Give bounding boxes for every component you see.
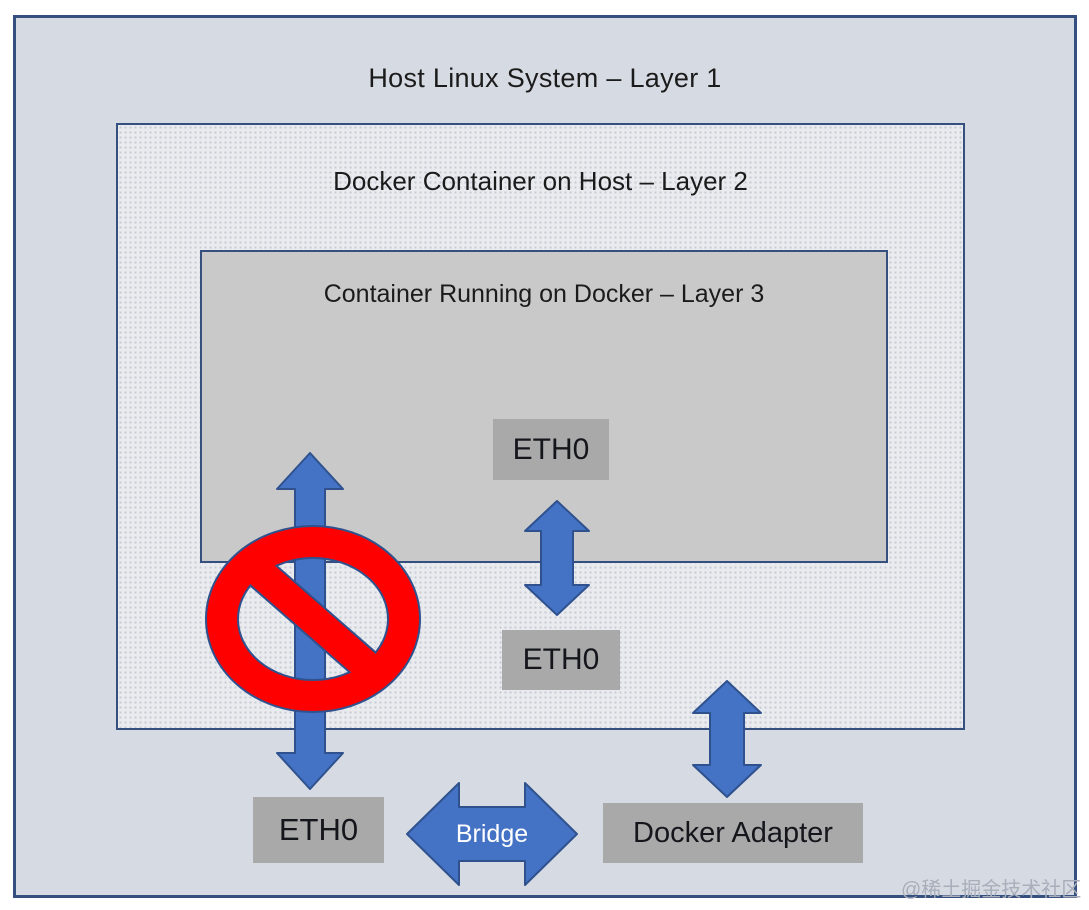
docker-adapter-node: Docker Adapter bbox=[603, 803, 863, 863]
eth0-container-node: ETH0 bbox=[493, 419, 609, 480]
eth0-container-to-eth0-docker-arrow bbox=[524, 500, 590, 616]
no-entry-icon bbox=[205, 525, 421, 713]
eth0-docker-node: ETH0 bbox=[502, 630, 620, 690]
layer1-title: Host Linux System – Layer 1 bbox=[368, 63, 722, 93]
bridge-label: Bridge bbox=[455, 819, 529, 848]
watermark: @稀土掘金技术社区 bbox=[901, 879, 1082, 901]
layer2-to-docker-adapter-arrow bbox=[692, 680, 762, 798]
layer3-title: Container Running on Docker – Layer 3 bbox=[323, 280, 765, 308]
layer2-title: Docker Container on Host – Layer 2 bbox=[333, 166, 748, 196]
eth0-host-node: ETH0 bbox=[253, 797, 384, 863]
layer3-container-box: Container Running on Docker – Layer 3 bbox=[200, 250, 888, 563]
bridge-arrow bbox=[406, 782, 578, 886]
